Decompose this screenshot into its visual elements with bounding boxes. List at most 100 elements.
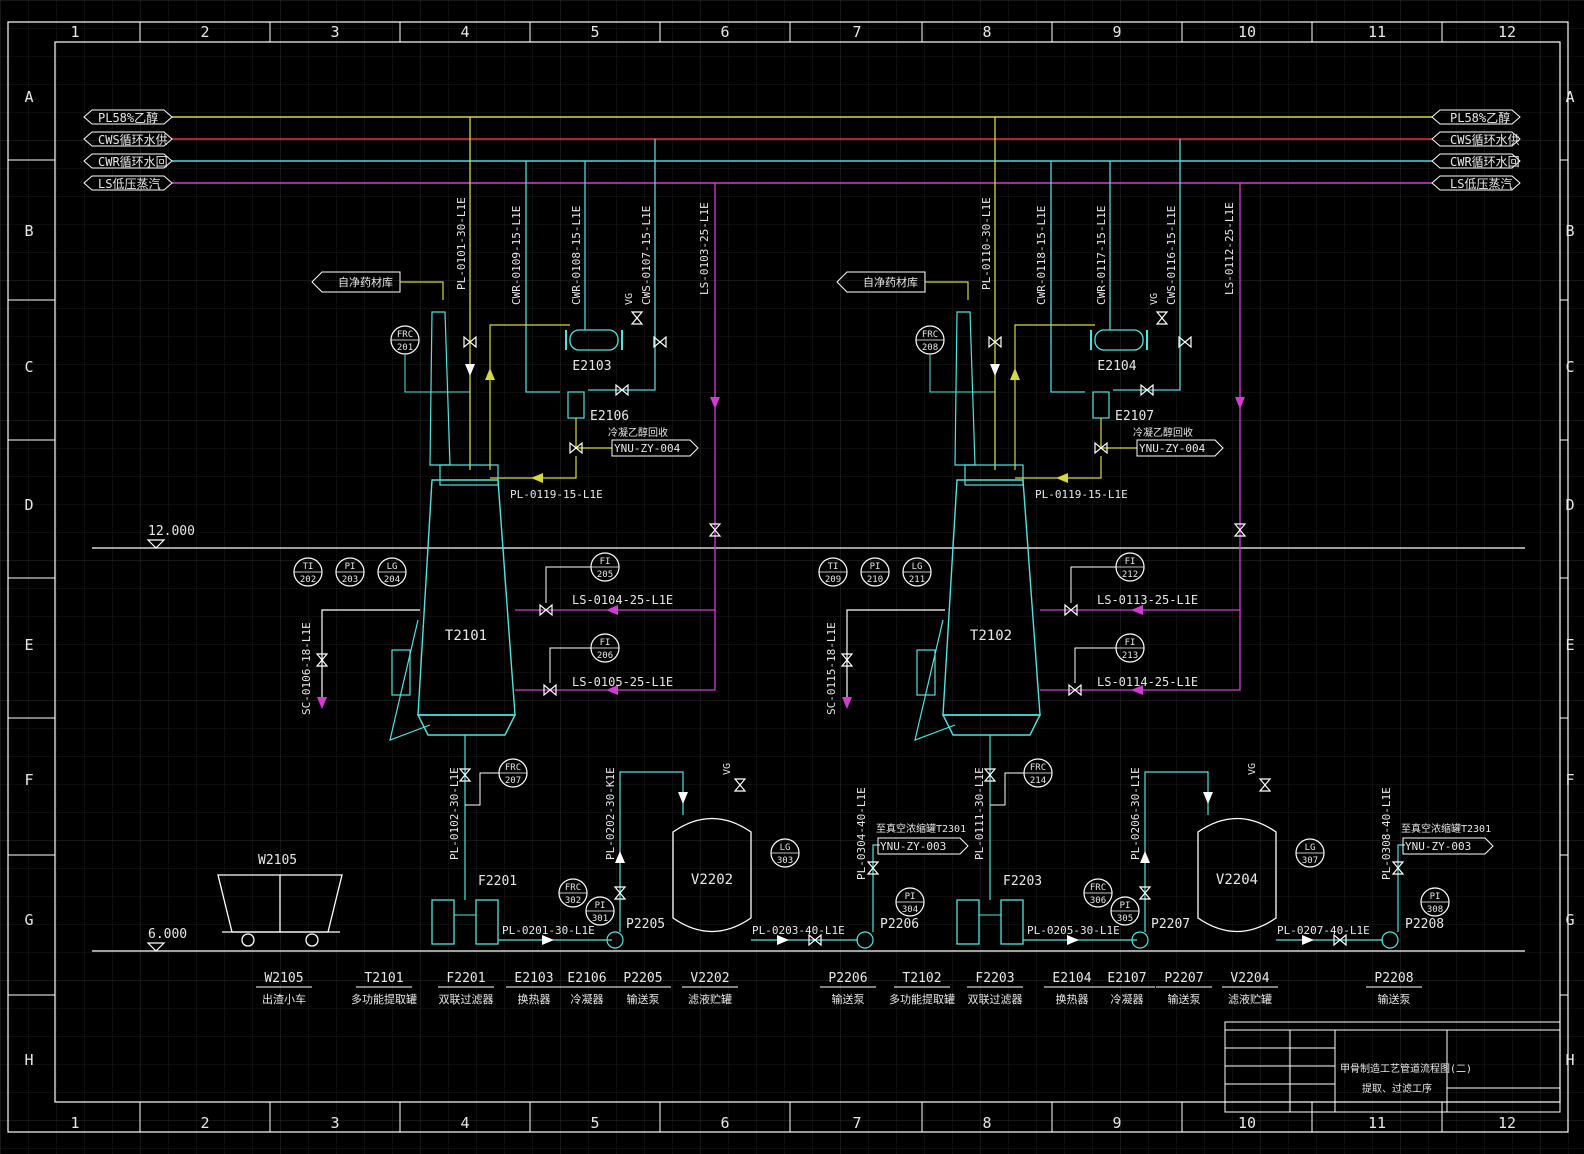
- inst-fi-1-type: FI: [600, 557, 611, 567]
- flow-arrow: [606, 605, 618, 615]
- valve-icon: [733, 778, 747, 792]
- flow-arrow: [678, 792, 688, 804]
- cooler-label: E2106: [590, 409, 629, 424]
- title-block: [1224, 1021, 1561, 1113]
- pump-b-label: P2206: [880, 917, 919, 932]
- valve-icon: [1068, 683, 1082, 697]
- tank-body: [1197, 817, 1277, 933]
- inst-frc-top-num: 201: [397, 343, 413, 353]
- grid-col-top-11: 11: [1368, 23, 1386, 41]
- sc-drain-line: [846, 609, 945, 705]
- grid-row-right-G: G: [1565, 911, 1574, 929]
- line-label-0: PL-0110-30-L1E: [980, 197, 993, 290]
- vg-label-top: VG: [1149, 293, 1160, 305]
- feed-line: [925, 281, 969, 300]
- legend-tag-P2206: P2206: [828, 971, 867, 986]
- flow-arrow: [1203, 792, 1213, 804]
- cart-label: W2105: [258, 853, 297, 868]
- legend-name-P2206: 输送泵: [832, 992, 865, 1006]
- legend-tag-E2107: E2107: [1107, 971, 1146, 986]
- tank-body: [672, 817, 752, 933]
- grid-row-right-H: H: [1565, 1051, 1574, 1069]
- inst-fi-2-num: 213: [1122, 651, 1138, 661]
- level-upper-label: 12.000: [148, 524, 195, 539]
- header-tag-right-2: [1431, 153, 1521, 169]
- inst-lg-num: 204: [384, 575, 400, 585]
- fi-2-loop: [549, 647, 591, 683]
- legend-tag-T2102: T2102: [902, 971, 941, 986]
- inst-lg-tank-num: 303: [777, 856, 793, 866]
- legend-tag-W2105: W2105: [264, 971, 303, 986]
- header-tag-left-3: [83, 175, 173, 191]
- legend-name-W2105: 出渣小车: [262, 992, 306, 1006]
- inst-pi-pump-type: PI: [1120, 901, 1131, 911]
- recovery-tag-text: YNU-ZY-004: [614, 442, 681, 455]
- inst-pi-type: PI: [870, 562, 881, 572]
- inst-ti-type: TI: [303, 562, 314, 572]
- grid-col-top-9: 9: [1112, 23, 1121, 41]
- line-label-4: LS-0112-25-L1E: [1223, 202, 1236, 295]
- valve-icon: [1233, 523, 1247, 537]
- inst-pi-pump-num: 301: [592, 914, 608, 924]
- header-label-right-1: CWS循环水供: [1450, 133, 1520, 147]
- valve-icon: [569, 441, 583, 455]
- reactor-cylinder: [916, 649, 936, 696]
- drawing-frame: [7, 21, 1569, 1133]
- line-label-5: SC-0115-18-L1E: [825, 622, 838, 715]
- flow-arrow: [317, 697, 327, 709]
- header-tag-left-1: [83, 131, 173, 147]
- flow-arrow: [990, 364, 1000, 376]
- reactor-feed-chute: [429, 311, 451, 466]
- legend-name-E2106: 冷凝器: [571, 992, 604, 1006]
- header-tag-right-1: [1431, 131, 1521, 147]
- inst-lg-type: LG: [387, 562, 398, 572]
- grid-col-top-5: 5: [590, 23, 599, 41]
- filter-label: F2201: [478, 874, 517, 889]
- reactor-manhole: [439, 464, 499, 486]
- inst-fi-2-num: 206: [597, 651, 613, 661]
- valve-icon: [539, 603, 553, 617]
- legend-tag-P2205: P2205: [623, 971, 662, 986]
- valve-icon: [983, 768, 997, 782]
- dest-note: 至真空浓缩罐T2301: [1401, 822, 1491, 835]
- legend-name-E2103: 换热器: [518, 992, 551, 1006]
- line-label-4: LS-0103-25-L1E: [698, 202, 711, 295]
- legend-name-T2101: 多功能提取罐: [351, 992, 417, 1006]
- filter-right: [475, 899, 499, 945]
- flow-arrow: [1140, 851, 1150, 863]
- tank-outlet-label: PL-0207-40-L1E: [1277, 924, 1370, 937]
- cwr-return-1: [525, 161, 560, 393]
- tank-label: V2204: [1216, 872, 1258, 888]
- inst-frc-bottom-type: FRC: [505, 763, 521, 773]
- header-label-right-3: LS低压蒸汽: [1450, 176, 1512, 191]
- vg-label-tank: VG: [722, 763, 733, 775]
- grid-row-left-H: H: [24, 1051, 33, 1069]
- grid-col-bottom-3: 3: [330, 1114, 339, 1132]
- flow-arrow: [1056, 473, 1068, 483]
- inst-pi-pump-b-type: PI: [905, 892, 916, 902]
- ls-bottom-label: LS-0105-25-L1E: [572, 675, 673, 689]
- legend-tag-F2201: F2201: [446, 971, 485, 986]
- header-tag-left-2: [83, 153, 173, 169]
- vapor-line: [489, 324, 570, 470]
- inst-frc-loop: [404, 354, 470, 393]
- valve-icon: [458, 768, 472, 782]
- line-label-3: CWS-0107-15-L1E: [640, 206, 653, 305]
- filter-label: F2203: [1003, 874, 1042, 889]
- pump-b-discharge-label: PL-0308-40-L1E: [1380, 787, 1393, 880]
- inst-frc-pump-num: 302: [565, 896, 581, 906]
- inst-fi-2-type: FI: [600, 638, 611, 648]
- inst-lg-type: LG: [912, 562, 923, 572]
- flow-arrow: [1131, 605, 1143, 615]
- valve-icon: [543, 683, 557, 697]
- filtrate-label: PL-0205-30-L1E: [1027, 924, 1120, 937]
- inst-fi-1-num: 212: [1122, 570, 1138, 580]
- legend-tag-V2202: V2202: [690, 971, 729, 986]
- valve-icon: [708, 523, 722, 537]
- ls-jacket-label: LS-0113-25-L1E: [1097, 593, 1198, 607]
- header-label-left-1: CWS循环水供: [98, 133, 168, 147]
- legend-name-V2204: 滤液贮罐: [1228, 992, 1272, 1006]
- legend-tag-P2207: P2207: [1164, 971, 1203, 986]
- legend-tag-E2103: E2103: [514, 971, 553, 986]
- grid-row-left-E: E: [24, 636, 33, 654]
